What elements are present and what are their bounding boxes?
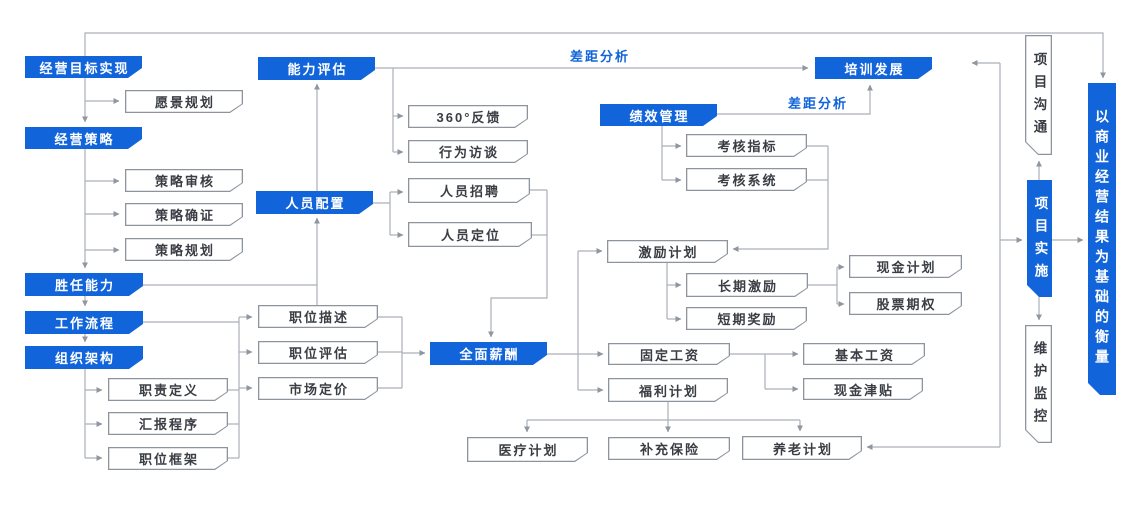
node-label-cash-allowance: 现金津贴 xyxy=(833,382,894,398)
node-kpi-indicators: 考核指标 xyxy=(686,134,807,157)
node-label-long-term-incentive: 长期激励 xyxy=(717,278,778,294)
node-incentive-plan: 激励计划 xyxy=(607,240,728,263)
node-fixed-salary: 固定工资 xyxy=(608,343,730,365)
node-label-stock-options: 股票期权 xyxy=(876,297,937,312)
node-label-kpi-indicators: 考核指标 xyxy=(717,139,778,154)
connector-52 xyxy=(732,146,829,252)
node-label-project-implementation: 项目实施 xyxy=(1032,195,1048,286)
node-label-cash-plan: 现金计划 xyxy=(876,260,937,275)
connector-0 xyxy=(84,32,1106,79)
node-label-incentive-plan: 激励计划 xyxy=(638,245,699,260)
node-base-salary: 基本工资 xyxy=(803,343,925,365)
node-label-project-communication: 项目沟通 xyxy=(1031,52,1047,142)
node-job-evaluation: 职位评估 xyxy=(258,341,378,364)
node-strategy-plan: 策略规划 xyxy=(125,238,243,261)
node-label-job-description: 职位描述 xyxy=(288,310,349,325)
node-position-framework: 职位框架 xyxy=(108,447,228,470)
node-pension-plan: 养老计划 xyxy=(742,436,862,460)
node-label-business-outcome-measure: 以商业经营结果为基础的衡量 xyxy=(1094,109,1110,369)
node-business-goal: 经营目标实现 xyxy=(25,56,142,78)
node-medical-plan: 医疗计划 xyxy=(467,437,588,462)
connector-40 xyxy=(488,190,548,338)
node-label-maintenance-monitoring: 维护监控 xyxy=(1031,341,1047,431)
node-label-fixed-salary: 固定工资 xyxy=(639,347,700,363)
node-vision-plan: 愿景规划 xyxy=(125,90,243,113)
node-performance-mgmt: 绩效管理 xyxy=(600,104,717,126)
node-duty-definition: 职责定义 xyxy=(108,378,228,401)
node-strategy-review: 策略审核 xyxy=(125,169,243,192)
node-long-term-incentive: 长期激励 xyxy=(686,273,808,297)
node-behavior-interview: 行为访谈 xyxy=(408,140,528,163)
node-project-implementation: 项目实施 xyxy=(1027,180,1052,297)
node-label-position-framework: 职位框架 xyxy=(138,452,199,467)
node-label-welfare-plan: 福利计划 xyxy=(638,383,699,399)
node-label-duty-definition: 职责定义 xyxy=(138,383,199,398)
node-maintenance-monitoring: 维护监控 xyxy=(1025,325,1052,443)
node-label-pension-plan: 养老计划 xyxy=(772,441,833,457)
node-total-compensation: 全面薪酬 xyxy=(430,342,547,365)
gap-analysis-1-label: 差距分析 xyxy=(569,49,630,64)
node-label-reporting-procedure: 汇报程序 xyxy=(138,417,199,432)
node-label-business-goal: 经营目标实现 xyxy=(39,60,130,76)
node-label-strategy-plan: 策略规划 xyxy=(154,243,215,258)
node-label-ability-eval: 能力评估 xyxy=(287,62,348,77)
node-label-feedback-360: 360°反馈 xyxy=(436,110,502,125)
node-cash-allowance: 现金津贴 xyxy=(803,378,923,400)
node-label-strategy-confirm: 策略确证 xyxy=(154,208,215,223)
node-label-short-term-reward: 短期奖励 xyxy=(717,312,778,327)
node-feedback-360: 360°反馈 xyxy=(408,105,528,128)
node-competency: 胜任能力 xyxy=(25,273,143,296)
node-label-medical-plan: 医疗计划 xyxy=(498,443,559,458)
node-org-structure: 组织架构 xyxy=(25,346,143,369)
node-label-workflow: 工作流程 xyxy=(54,316,115,331)
node-personnel-positioning: 人员定位 xyxy=(408,222,532,247)
node-project-communication: 项目沟通 xyxy=(1025,35,1052,155)
node-label-market-pricing: 市场定价 xyxy=(288,382,349,397)
node-label-job-evaluation: 职位评估 xyxy=(288,346,349,361)
node-label-performance-mgmt: 绩效管理 xyxy=(629,108,690,124)
node-label-supplementary-insurance: 补充保险 xyxy=(639,442,700,457)
node-label-org-structure: 组织架构 xyxy=(54,351,115,366)
node-ability-eval: 能力评估 xyxy=(258,57,375,80)
node-recruitment: 人员招聘 xyxy=(408,178,530,203)
node-workflow: 工作流程 xyxy=(25,311,143,334)
node-label-staffing: 人员配置 xyxy=(285,196,346,211)
node-market-pricing: 市场定价 xyxy=(258,377,378,400)
node-label-base-salary: 基本工资 xyxy=(834,347,895,363)
node-label-assessment-system: 考核系统 xyxy=(717,173,778,188)
node-welfare-plan: 福利计划 xyxy=(608,378,728,402)
node-biz-strategy: 经营策略 xyxy=(25,127,142,149)
node-business-outcome-measure: 以商业经营结果为基础的衡量 xyxy=(1088,83,1116,395)
node-label-training-dev: 培训发展 xyxy=(844,61,905,77)
node-stock-options: 股票期权 xyxy=(849,292,962,315)
node-label-vision-plan: 愿景规划 xyxy=(154,95,215,110)
node-short-term-reward: 短期奖励 xyxy=(686,307,807,330)
node-label-biz-strategy: 经营策略 xyxy=(54,131,115,147)
node-label-competency: 胜任能力 xyxy=(54,278,115,293)
connector-49 xyxy=(717,84,873,115)
node-staffing: 人员配置 xyxy=(256,191,373,214)
node-label-total-compensation: 全面薪酬 xyxy=(459,347,520,362)
node-training-dev: 培训发展 xyxy=(815,57,932,79)
node-assessment-system: 考核系统 xyxy=(686,168,807,191)
node-reporting-procedure: 汇报程序 xyxy=(108,412,228,435)
node-supplementary-insurance: 补充保险 xyxy=(608,437,730,460)
node-label-strategy-review: 策略审核 xyxy=(154,174,215,189)
node-label-recruitment: 人员招聘 xyxy=(439,184,500,199)
node-cash-plan: 现金计划 xyxy=(849,255,962,278)
node-strategy-confirm: 策略确证 xyxy=(125,203,243,226)
node-label-behavior-interview: 行为访谈 xyxy=(438,145,499,160)
node-label-personnel-positioning: 人员定位 xyxy=(440,228,501,243)
gap-analysis-2-label: 差距分析 xyxy=(787,96,848,111)
node-job-description: 职位描述 xyxy=(258,305,378,328)
